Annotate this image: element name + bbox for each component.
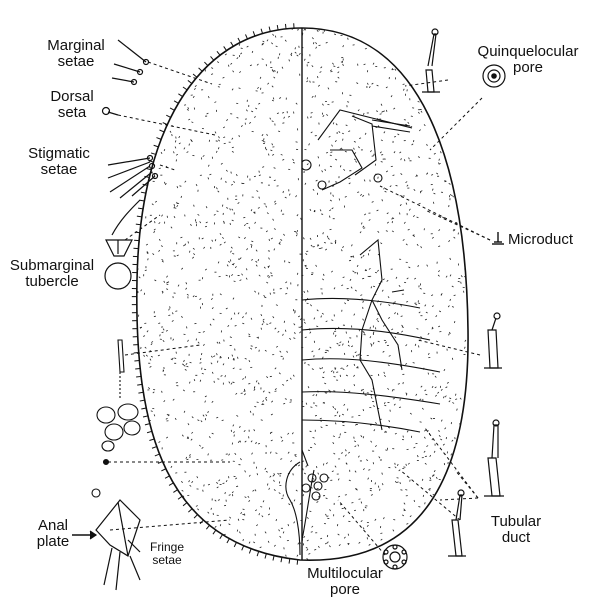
multilocular-pore-line2: pore bbox=[290, 582, 400, 598]
tubular-duct-line1: Tubular bbox=[486, 514, 546, 530]
tubular-duct-icon-middle bbox=[484, 420, 504, 496]
dorsal-seta-line1: Dorsal bbox=[40, 89, 104, 105]
marginal-setae-line1: Marginal bbox=[30, 38, 122, 54]
microduct-icon bbox=[492, 232, 504, 244]
marginal-setae-line2: setae bbox=[30, 54, 122, 70]
tubular-duct-icon-lower bbox=[448, 490, 466, 556]
stigmatic-setae-icon bbox=[108, 156, 158, 236]
multilocular-pore-group-icon bbox=[92, 340, 140, 497]
quinquelocular-pore-line2: pore bbox=[472, 60, 584, 76]
marginal-setae-label: Marginal setae bbox=[30, 38, 122, 70]
stigmatic-setae-line2: setae bbox=[14, 162, 104, 178]
dorsal-seta-line2: seta bbox=[40, 105, 104, 121]
marginal-setae-fringe bbox=[132, 23, 298, 564]
dorsal-seta-label: Dorsal seta bbox=[40, 89, 104, 121]
quinquelocular-pore-line1: Quinquelocular bbox=[472, 44, 584, 60]
submarginal-tubercle-label: Submarginal tubercle bbox=[2, 258, 102, 290]
microduct-label: Microduct bbox=[508, 232, 588, 248]
anal-plate-icon bbox=[72, 500, 140, 590]
quinquelocular-pore-label: Quinquelocular pore bbox=[472, 44, 584, 76]
microduct-line1: Microduct bbox=[508, 232, 588, 248]
multilocular-pore-label: Multilocular pore bbox=[290, 566, 400, 598]
submarginal-tubercle-icon bbox=[105, 240, 132, 289]
anal-lobe-left bbox=[286, 462, 300, 555]
seta-top-right-icon bbox=[422, 29, 440, 92]
anal-plate-line1: Anal bbox=[28, 518, 78, 534]
tubular-duct-line2: duct bbox=[486, 530, 546, 546]
ventral-structures bbox=[290, 110, 440, 540]
fringe-setae-line2: setae bbox=[142, 554, 192, 567]
stigmatic-setae-label: Stigmatic setae bbox=[14, 146, 104, 178]
submarginal-tubercle-line2: tubercle bbox=[2, 274, 102, 290]
dorsal-seta-icon bbox=[103, 108, 119, 116]
stigmatic-setae-line1: Stigmatic bbox=[14, 146, 104, 162]
fringe-setae-label: Fringe setae bbox=[142, 541, 192, 567]
anal-plate-line2: plate bbox=[28, 534, 78, 550]
leader-lines bbox=[108, 62, 490, 555]
tubular-duct-icon-upper bbox=[484, 313, 502, 368]
multilocular-pore-line1: Multilocular bbox=[290, 566, 400, 582]
anal-plate-label: Anal plate bbox=[28, 518, 78, 550]
submarginal-tubercle-line1: Submarginal bbox=[2, 258, 102, 274]
tubular-duct-label: Tubular duct bbox=[486, 514, 546, 546]
